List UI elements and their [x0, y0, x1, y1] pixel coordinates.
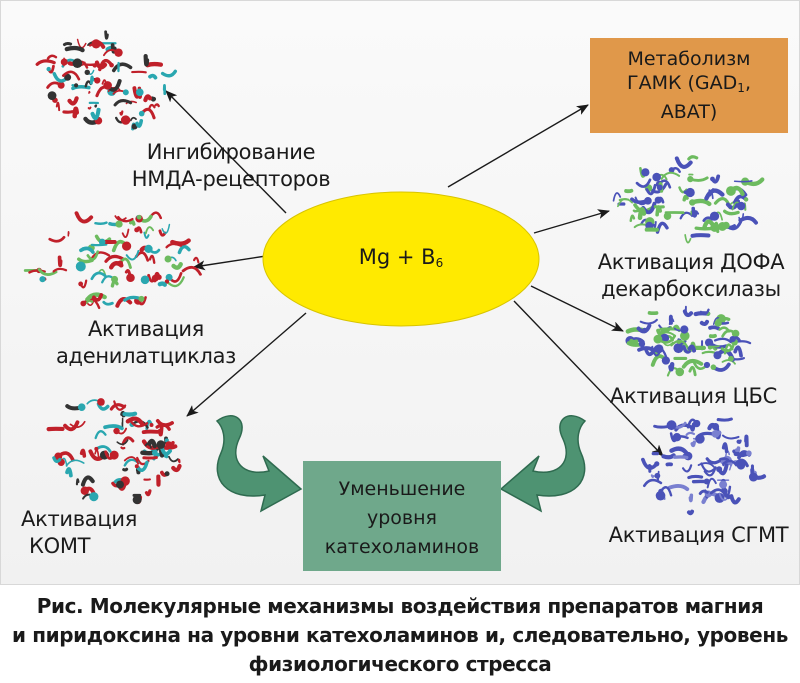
- figure-caption: Рис. Молекулярные механизмы воздействия …: [0, 592, 800, 679]
- label-sgmt: Активация СГМТ: [608, 523, 789, 547]
- protein-komt: [46, 398, 182, 505]
- metabolism-line-1: Метаболизм: [627, 48, 751, 70]
- caption-line-3: физиологического стресса: [248, 652, 552, 676]
- catecholamines-box-text: Уменьшение уровня катехоламинов: [303, 475, 501, 562]
- protein-dopa: [612, 155, 765, 244]
- arrow-to-adenylate: [193, 255, 267, 271]
- metabolism-line-2: ГАМК (GAD: [627, 72, 738, 94]
- arrow-to-cbs: [530, 285, 624, 332]
- arrow-to-metabolism: [447, 104, 589, 188]
- center-subscript: 6: [435, 256, 444, 270]
- catecholamines-box: [303, 461, 501, 571]
- arrow-to-komt: [186, 312, 307, 417]
- label-cbs: Активация ЦБС: [610, 384, 777, 408]
- diagram-canvas: [23, 30, 788, 571]
- caption-line-1: Рис. Молекулярные механизмы воздействия …: [36, 594, 764, 618]
- protein-cbs: [625, 305, 752, 377]
- metabolism-subscript: 1: [737, 81, 745, 95]
- catecholamines-line-2: уровня: [367, 507, 437, 529]
- catecholamines-line-3: катехоламинов: [324, 536, 480, 558]
- arrow-to-dopa: [533, 209, 610, 234]
- protein-illustrations: [23, 30, 767, 516]
- protein-sgmt: [641, 417, 767, 516]
- figure-panel: Метаболизм ГАМК (GAD1, ABAT) Уменьшение …: [0, 0, 800, 585]
- arrow-to-nmda: [165, 90, 287, 214]
- caption-line-2: и пиридоксина на уровни катехоламинов и,…: [12, 623, 788, 647]
- curved-arrow-left: [215, 415, 303, 513]
- curved-arrow-right: [499, 415, 587, 513]
- metabolism-line-3: ABAT): [660, 101, 718, 123]
- protein-nmda: [35, 30, 178, 131]
- catecholamines-line-1: Уменьшение: [338, 478, 466, 500]
- center-label: Mg + B6: [358, 245, 444, 270]
- metabolism-box-text: Метаболизм ГАМК (GAD1, ABAT): [590, 47, 788, 124]
- arrows: [165, 90, 664, 457]
- arrow-to-sgmt: [513, 300, 664, 457]
- metabolism-box: [590, 38, 788, 133]
- protein-adenylate: [23, 211, 202, 310]
- center-ellipse: [262, 191, 540, 327]
